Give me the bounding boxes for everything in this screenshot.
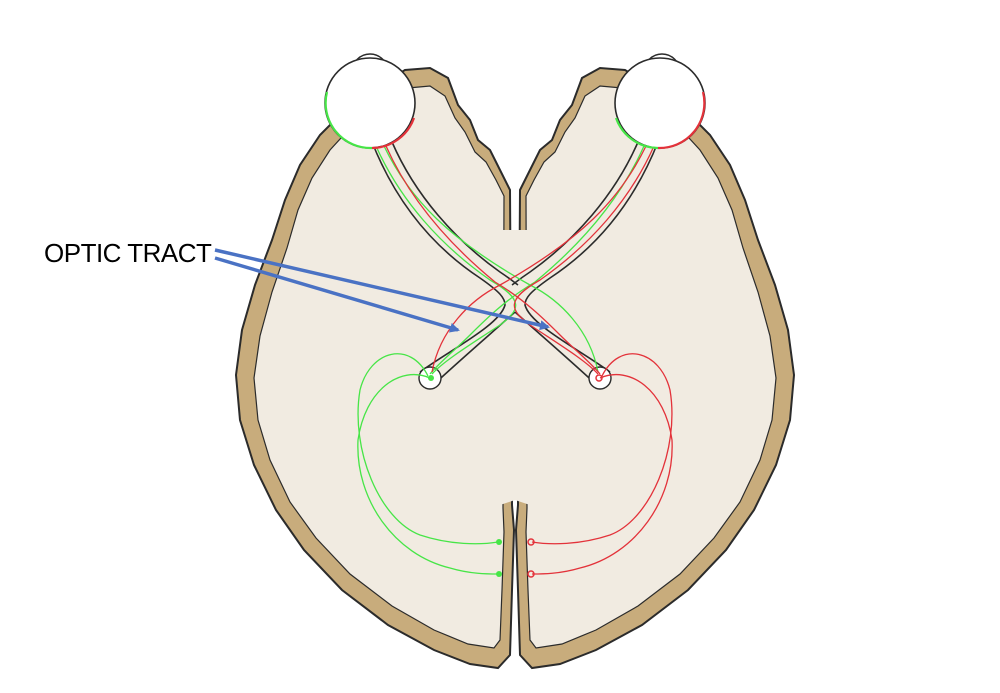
right-hemisphere [514,66,796,670]
arrow-to-left-optic-tract [214,256,460,333]
left-cortex-terminal-upper [496,539,502,545]
right-lgn-terminal [595,374,603,382]
right-eye [614,53,706,150]
left-eye [324,53,416,150]
arrow-to-right-optic-tract [214,248,550,331]
right-cortex-terminal-lower [527,570,535,578]
left-cortex-terminal-lower [496,571,502,577]
right-hemisphere-white-matter [525,85,777,649]
green-visual-pathway [357,145,645,575]
left-hemisphere-white-matter [253,85,505,649]
optic-tract-arrows [214,248,550,333]
left-hemisphere [234,66,516,670]
right-cortex-terminal-upper [527,538,535,546]
central-white-matter [410,230,620,505]
optic-tract-label: OPTIC TRACT [44,238,212,268]
red-visual-pathway [385,145,673,575]
left-lgn-terminal [428,375,434,381]
